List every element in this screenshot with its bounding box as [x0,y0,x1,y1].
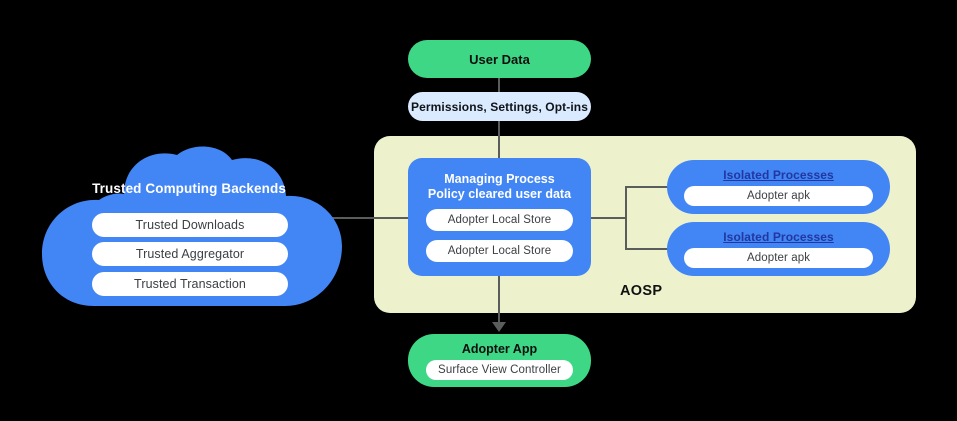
adopter-local-store-label: Adopter Local Store [447,245,552,257]
connector-managing-branch [591,217,627,219]
managing-process-title: Managing Process Policy cleared user dat… [408,172,591,202]
managing-process-title-line1: Managing Process [444,172,555,186]
cloud-item-trusted-aggregator[interactable]: Trusted Aggregator [92,242,288,266]
adopter-app-title: Adopter App [461,342,538,356]
adopter-apk-label: Adopter apk [746,252,811,264]
cloud-item-label: Trusted Transaction [134,277,246,291]
managing-process-title-line2: Policy cleared user data [427,187,572,201]
user-data-node[interactable]: User Data [408,40,591,78]
aosp-label: AOSP [620,283,663,299]
adopter-local-store-1[interactable]: Adopter Local Store [426,209,573,231]
isolated-process-title[interactable]: Isolated Processes [723,168,834,182]
isolated-process-title[interactable]: Isolated Processes [723,230,834,244]
surface-view-controller-label: Surface View Controller [438,364,561,376]
adopter-apk-1[interactable]: Adopter apk [684,186,873,206]
adopter-apk-label: Adopter apk [746,190,811,202]
cloud-item-label: Trusted Aggregator [135,247,245,261]
connector-permissions-managing [498,121,500,158]
adopter-local-store-2[interactable]: Adopter Local Store [426,240,573,262]
connector-branch-isolated-1 [625,186,669,188]
isolated-process-node-1[interactable]: Isolated Processes Adopter apk [667,160,890,214]
managing-process-node[interactable]: Managing Process Policy cleared user dat… [408,158,591,276]
isolated-process-node-2[interactable]: Isolated Processes Adopter apk [667,222,890,276]
arrowhead-adopterapp-icon [492,322,506,332]
adopter-apk-2[interactable]: Adopter apk [684,248,873,268]
cloud-title: Trusted Computing Backends [92,181,286,196]
cloud-item-label: Trusted Downloads [135,218,245,232]
cloud-item-trusted-transaction[interactable]: Trusted Transaction [92,272,288,296]
surface-view-controller[interactable]: Surface View Controller [426,360,573,380]
permissions-label: Permissions, Settings, Opt-ins [410,99,589,114]
cloud-item-trusted-downloads[interactable]: Trusted Downloads [92,213,288,237]
permissions-settings-optins-node[interactable]: Permissions, Settings, Opt-ins [408,92,591,121]
connector-branch-trunk [625,186,627,249]
connector-userdata-permissions [498,78,500,92]
connector-branch-isolated-2 [625,248,669,250]
adopter-app-node[interactable]: Adopter App Surface View Controller [408,334,591,387]
user-data-label: User Data [469,51,530,67]
connector-managing-adopterapp [498,276,500,324]
adopter-local-store-label: Adopter Local Store [447,214,552,226]
connector-cloud-managing [325,217,408,219]
